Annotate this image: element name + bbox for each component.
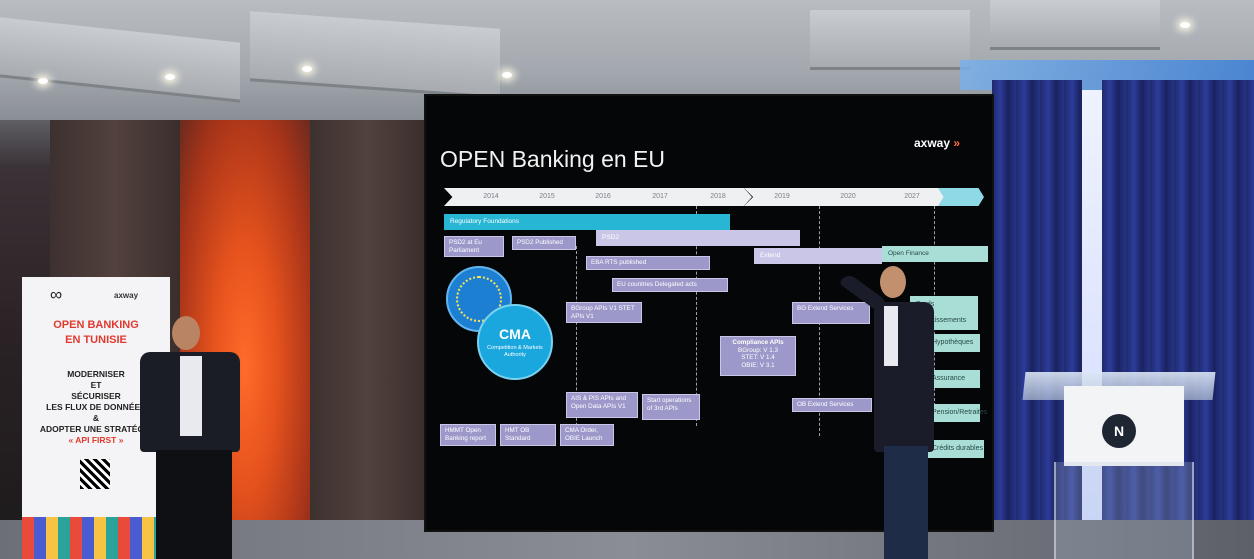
banner-api-first: « API FIRST » [68,435,124,445]
curtain [992,80,1082,559]
left-speaker-shirt [180,356,202,436]
banner-title-1: OPEN BANKING [53,319,139,331]
banner-pattern [22,517,170,559]
slide-title: OPEN Banking en EU [440,146,666,172]
box-psd2-published: PSD2 Published [512,236,576,250]
banner-line: SÉCURISER [71,391,121,401]
axway-chevron-icon: » [953,136,961,150]
compliance-title: Compliance APIs [732,339,784,346]
ceiling-light [302,66,312,72]
milestone-line [576,246,577,446]
timeline-end [938,188,984,206]
banner-brand: axway [114,291,139,300]
axway-logo-text: axway [914,136,951,150]
eu-stars-icon [456,276,502,322]
timeline-year: 2014 [456,188,526,206]
timeline-year: 2016 [570,188,636,206]
wood-wall [310,120,426,530]
cma-logo: CMA Competition & Markets Authority [477,304,553,380]
box-bgroup-stet: BGroup APIs V1 STET APIs V1 [566,302,642,323]
bar-regulatory: Regulatory Foundations [444,214,730,230]
box-compliance: Compliance APIs BGroup: V 1.3 STET: V 1.… [720,336,796,376]
rollup-banner: ∞ axway OPEN BANKING EN TUNISIE MODERNIS… [22,277,170,559]
box-ob-extend: OB Extend Services [792,398,872,412]
ceiling-light [1180,22,1190,28]
box-ais-pis: AIS & PIS APIs and Open Data APIs V1 [566,392,638,418]
left-speaker [136,316,246,559]
right-speaker [838,266,950,559]
axway-logo: axway » [914,136,960,150]
qr-code-icon [80,459,110,489]
infinity-logo-icon: ∞ [50,285,63,304]
compliance-lines: BGroup: V 1.3 STET: V 1.4 OBIE: V 3.1 [738,346,778,369]
timeline-year: 2015 [514,188,580,206]
bar-psd2: PSD2 [596,230,800,246]
banner-line: ADOPTER UNE STRATÉGIE [39,424,153,434]
ceiling-light [502,72,512,78]
bar-extend: Extend [754,248,882,264]
timeline-year: 2020 [810,188,886,206]
curtain [1102,80,1254,559]
timeline-year: 2018 [684,188,752,206]
box-cma-order: CMA Order, OBIE Launch [560,424,614,446]
tag-assurance: Assurance [926,370,980,388]
lectern-glass [1054,462,1194,559]
ceiling-light [38,78,48,84]
right-speaker-pants [884,446,928,559]
banner-line: LES FLUX DE DONNÉES [46,402,146,412]
lectern: N [1022,372,1216,559]
box-hmt-standard: HMT OB Standard [500,424,556,446]
banner-title-2: EN TUNISIE [65,334,127,346]
ceiling-panel [990,0,1160,50]
right-speaker-jacket [874,302,934,452]
left-speaker-head [172,316,200,350]
tag-credits-durables: Crédits durables [926,440,984,458]
timeline-year: 2019 [744,188,820,206]
right-speaker-shirt [884,306,898,366]
box-eba-rts: EBA RTS published [586,256,710,270]
banner-line: MODERNISER [67,369,125,379]
box-psd2-parliament: PSD2 at Eu Parliament [444,236,504,257]
tag-pension: Pension/Retraites [926,404,987,422]
novotel-n-logo: N [1102,414,1136,448]
box-hmmt-report: HMMT Open Banking report [440,424,496,446]
bar-open-finance: Open Finance [882,246,988,262]
banner-line: ET [90,380,102,390]
cma-label: CMA [499,326,531,342]
right-speaker-head [880,266,906,298]
box-bg-extend: BG Extend Services [792,302,870,324]
ceiling-light [165,74,175,80]
timeline-year: 2017 [626,188,694,206]
box-start-operations: Start operations of 3rd APIs [642,394,700,420]
ceiling-panel [810,10,970,70]
banner-line: & [92,413,100,423]
tag-hypotheques: Hypothèques [926,334,980,352]
left-speaker-pants [156,450,232,559]
cma-sub: Competition & Markets Authority [487,345,543,358]
timeline-year: 2027 [874,188,950,206]
milestone-line [696,206,697,426]
box-eu-delegated: EU countries Delegated acts [612,278,728,292]
